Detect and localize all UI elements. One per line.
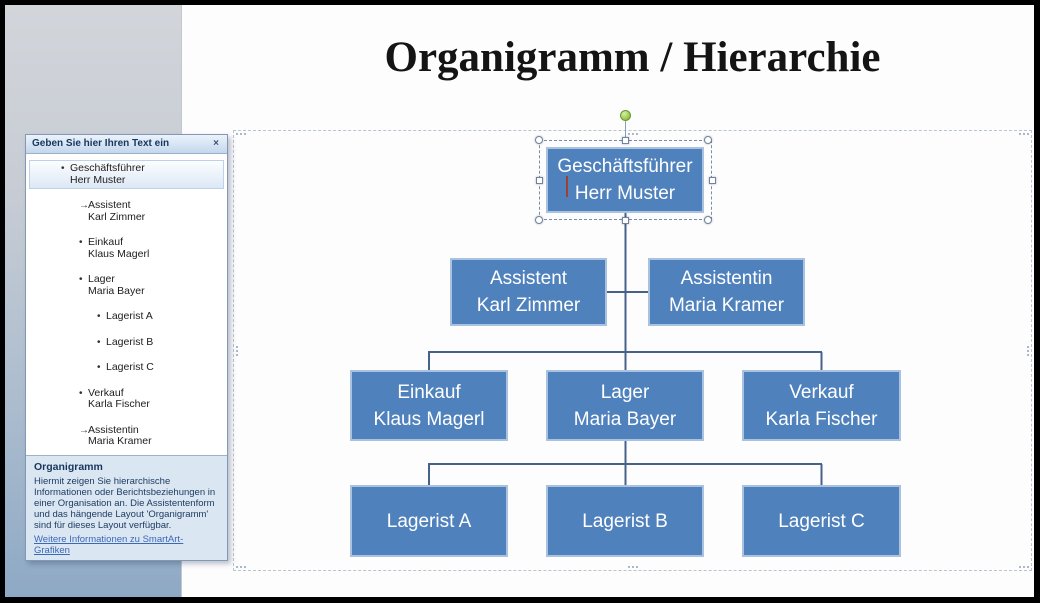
org-node-assistent[interactable]: Assistent Karl Zimmer [450,258,607,326]
smartart-selection-frame[interactable] [233,130,1032,571]
node-title: Lagerist C [778,510,865,532]
org-node-lager[interactable]: Lager Maria Bayer [546,370,704,441]
outline-line: Maria Kramer [88,435,152,447]
org-node-lagerist-c[interactable]: Lagerist C [742,485,901,557]
node-title: Einkauf [397,381,461,403]
outline-line: Karla Fischer [88,398,150,410]
org-node-lagerist-a[interactable]: Lagerist A [350,485,508,557]
node-title: Geschäftsführer [557,156,693,177]
selection-handle-w[interactable] [536,177,543,184]
frame-handle-top-left[interactable] [236,133,238,135]
org-node-lagerist-b[interactable]: Lagerist B [546,485,704,557]
bullet-dot-icon: • [97,311,101,322]
frame-handle-middle-right[interactable] [1027,345,1029,348]
node-person: Karl Zimmer [476,295,581,316]
outline-line: Einkauf [88,236,124,248]
outline-line: Lagerist A [106,310,153,322]
outline-line: Karl Zimmer [88,210,146,223]
selection-handle-nw[interactable] [535,136,543,144]
outline-item-verkauf[interactable]: • Verkauf Karla Fischer [29,385,224,414]
text-pane-outline: • Geschäftsführer Herr Muster → Assisten… [26,155,227,454]
node-title: Assistentin [680,268,773,289]
outline-line: Herr Muster [70,173,126,186]
outline-item-lagerist-b[interactable]: • Lagerist B [29,334,224,352]
node-title: Lager [600,381,650,403]
frame-handle-bottom-left[interactable] [236,566,238,568]
layout-help-description: Hiermit zeigen Sie hierarchische Informa… [34,476,216,531]
org-node-einkauf[interactable]: Einkauf Klaus Magerl [350,370,508,441]
org-node-geschaeftsfuehrer[interactable]: Geschäftsführer Herr Muster [546,147,704,213]
smartart-help-link[interactable]: Weitere Informationen zu SmartArt-Grafik… [34,534,184,556]
text-pane-header: Geben Sie hier Ihren Text ein × [26,135,227,154]
outline-line: Assistent [88,199,131,211]
frame-handle-top-middle[interactable] [627,133,630,135]
outline-item-einkauf[interactable]: • Einkauf Klaus Magerl [29,234,224,263]
bullet-dot-icon: • [97,362,101,373]
outline-item-geschaeftsfuehrer[interactable]: • Geschäftsführer Herr Muster [29,160,224,189]
frame-handle-middle-left[interactable] [236,345,238,348]
node-person: Maria Kramer [668,295,785,316]
outline-line: Lagerist C [106,361,154,373]
outline-line: Verkauf [88,386,124,399]
selection-handle-e[interactable] [709,177,716,184]
node-title: Assistent [489,268,568,289]
outline-line: Lager [88,273,115,285]
slide-title[interactable]: Organigramm / Hierarchie [384,34,881,81]
outline-item-assistentin[interactable]: → Assistentin Maria Kramer [29,422,224,451]
node-title: Lagerist B [582,510,668,532]
bullet-dot-icon: • [61,163,65,174]
frame-handle-top-right[interactable] [1019,133,1021,135]
text-pane-title: Geben Sie hier Ihren Text ein [32,138,170,149]
outline-line: Maria Bayer [88,284,145,297]
bullet-arrow-icon: → [79,200,89,211]
smartart-text-pane: Geben Sie hier Ihren Text ein × • Geschä… [25,134,228,561]
outline-item-lagerist-c[interactable]: • Lagerist C [29,359,224,377]
outline-item-lagerist-a[interactable]: • Lagerist A [29,308,224,326]
node-person: Klaus Magerl [373,408,485,430]
outline-line: Assistentin [88,423,139,436]
frame-handle-bottom-middle[interactable] [627,566,630,568]
outline-line: Lagerist B [106,335,154,348]
node-person: Herr Muster [574,183,676,204]
org-node-assistentin[interactable]: Assistentin Maria Kramer [648,258,805,326]
outline-line: Geschäftsführer [70,162,145,174]
selection-handle-ne[interactable] [704,136,712,144]
bullet-arrow-icon: → [79,424,89,436]
layout-help-title: Organigramm [34,461,103,473]
selection-handle-n[interactable] [622,137,629,144]
node-person: Maria Bayer [573,408,677,430]
close-icon[interactable]: × [213,138,219,149]
bullet-dot-icon: • [79,274,83,285]
rotation-handle[interactable] [620,110,631,121]
bullet-dot-icon: • [79,387,83,399]
selection-handle-sw[interactable] [535,216,543,224]
org-node-verkauf[interactable]: Verkauf Karla Fischer [742,370,901,441]
frame-handle-bottom-right[interactable] [1019,566,1021,568]
bullet-dot-icon: • [97,336,101,348]
selection-handle-s[interactable] [622,217,629,224]
node-title: Verkauf [789,381,854,403]
outline-item-assistent[interactable]: → Assistent Karl Zimmer [29,197,224,226]
text-caret [566,176,568,197]
selection-handle-se[interactable] [704,216,712,224]
node-person: Karla Fischer [765,408,878,430]
outline-line: Klaus Magerl [88,247,150,260]
bullet-dot-icon: • [79,237,83,248]
node-title: Lagerist A [386,510,472,532]
layout-help-panel: Organigramm Hiermit zeigen Sie hierarchi… [26,455,227,560]
outline-item-lager[interactable]: • Lager Maria Bayer [29,271,224,300]
